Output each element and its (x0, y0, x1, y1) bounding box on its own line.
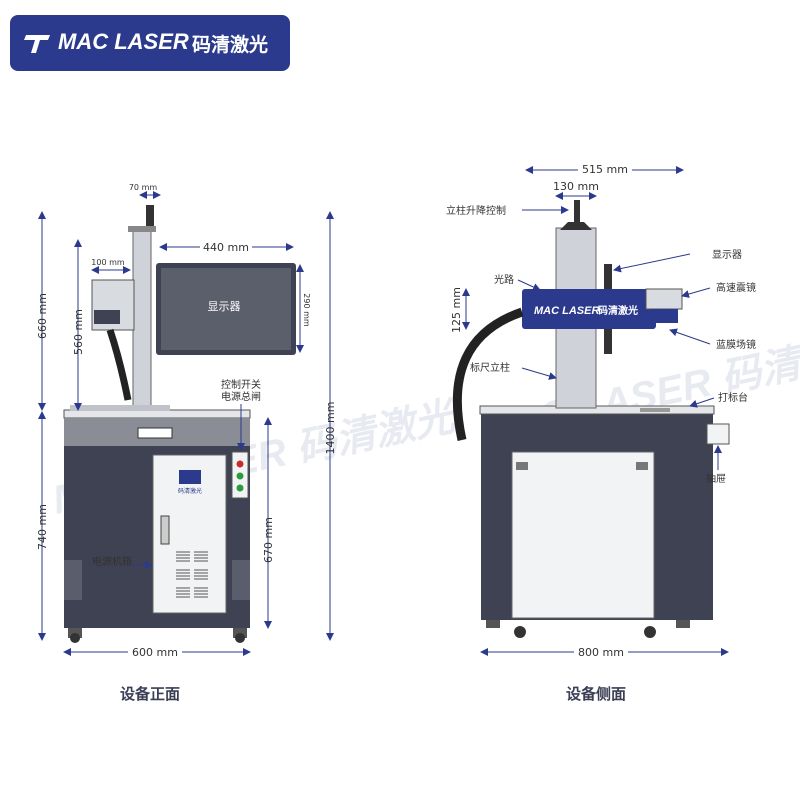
side-fiber-cable (452, 307, 524, 441)
side-view-caption: 设备侧面 (566, 685, 627, 703)
dim-600-bg (128, 645, 182, 659)
side-door (511, 451, 655, 619)
front-wheel-right (235, 633, 245, 643)
side-head-brand: MAC LASER (534, 305, 599, 317)
drawer-label: 抽屉 (706, 472, 726, 485)
side-wheel-left (514, 626, 526, 638)
door-logo-badge (179, 470, 201, 484)
side-hinge-left (516, 462, 528, 470)
field-lens-block (650, 309, 678, 323)
field-lens-label: 蓝膜场镜 (716, 338, 756, 351)
column-cap (128, 226, 156, 232)
dim-800-bg (574, 645, 628, 659)
dim-560-text: 560 mm (72, 309, 85, 355)
galvo-leader (681, 287, 711, 298)
column-lift-label: 立柱升降控制 (446, 204, 506, 217)
lift-handle (146, 205, 154, 230)
front-side-stripe-left (64, 560, 82, 600)
dim-600-text: 600 mm (132, 646, 178, 659)
front-field-lens (94, 310, 120, 324)
side-foot-right (676, 620, 690, 628)
front-fiber-cable (106, 328, 132, 401)
control-switch-label: 控制开关 (221, 378, 261, 391)
dim-440-text: 440 mm (203, 241, 249, 254)
dim-130-text: 130 mm (553, 180, 599, 193)
side-foot-left (486, 620, 500, 628)
dim-290-text: 290 mm (302, 293, 311, 327)
scale-column-label: 标尺立柱 (470, 361, 510, 374)
dim-740-text: 740 mm (36, 504, 49, 550)
power-button-icon[interactable] (236, 460, 244, 468)
side-laser-head (522, 289, 656, 329)
marking-table-label: 打标台 (718, 391, 748, 404)
front-view-caption: 设备正面 (120, 685, 181, 703)
front-side-stripe-right (232, 560, 250, 600)
brand-logo: MAC LASER 码清激光 (10, 15, 290, 71)
brand-name: MAC LASER (58, 29, 189, 54)
side-hinge-right (636, 462, 648, 470)
display-leader (613, 253, 691, 273)
side-table-top (479, 405, 715, 415)
dim-440-bg (200, 240, 252, 254)
marking-table-leader (689, 397, 715, 408)
light-path-leader (517, 279, 541, 291)
side-wheel-right (644, 626, 656, 638)
display-label: 显示器 (208, 300, 241, 313)
dim-515-text: 515 mm (582, 163, 628, 176)
dim-125-text: 125 mm (450, 287, 463, 333)
brand-name-cn: 码清激光 (192, 34, 269, 56)
dim-800-text: 800 mm (578, 646, 624, 659)
front-table-top (63, 409, 251, 419)
side-cabinet-right (690, 420, 713, 620)
galvo-block (645, 288, 683, 310)
scale-column-leader (521, 367, 557, 380)
side-display-label: 显示器 (712, 249, 742, 261)
brand-logo-icon (24, 35, 50, 53)
side-work-plate (640, 408, 670, 412)
front-view: 码清激光 显示器 (36, 183, 337, 659)
dim-515-bg (578, 162, 632, 176)
drawer-handle (137, 427, 173, 439)
door-logo-text: 码清激光 (178, 487, 202, 495)
vent-grille (176, 551, 208, 598)
front-work-plate (70, 405, 170, 411)
dim-100-text: 100 mm (91, 258, 125, 267)
door-lock (160, 515, 170, 545)
light-path-label: 光路 (494, 273, 514, 286)
side-head-brand-cn: 码清激光 (598, 304, 638, 317)
field-lens-leader (669, 328, 711, 345)
side-drawer (706, 423, 730, 445)
dim-670-text: 670 mm (262, 517, 275, 563)
galvo-label: 高速震镜 (716, 281, 756, 294)
laser-button-icon[interactable] (236, 484, 244, 492)
dim-70-text: 70 mm (129, 183, 158, 192)
start-button-icon[interactable] (236, 472, 244, 480)
side-view: MAC LASER 码清激光 515 mm 130 mm 125 mm 800 … (446, 162, 756, 659)
main-power-label: 电源总闸 (221, 390, 261, 403)
side-lift-knob[interactable] (560, 222, 592, 230)
front-monitor-screen (161, 268, 291, 350)
front-wheel-left (70, 633, 80, 643)
power-cabinet-label: 电源机箱 (92, 555, 132, 568)
dim-660-text: 660 mm (36, 293, 49, 339)
front-column (132, 227, 152, 411)
dim-1400-text: 1400 mm (324, 402, 337, 455)
side-lift-handle[interactable] (574, 200, 580, 224)
